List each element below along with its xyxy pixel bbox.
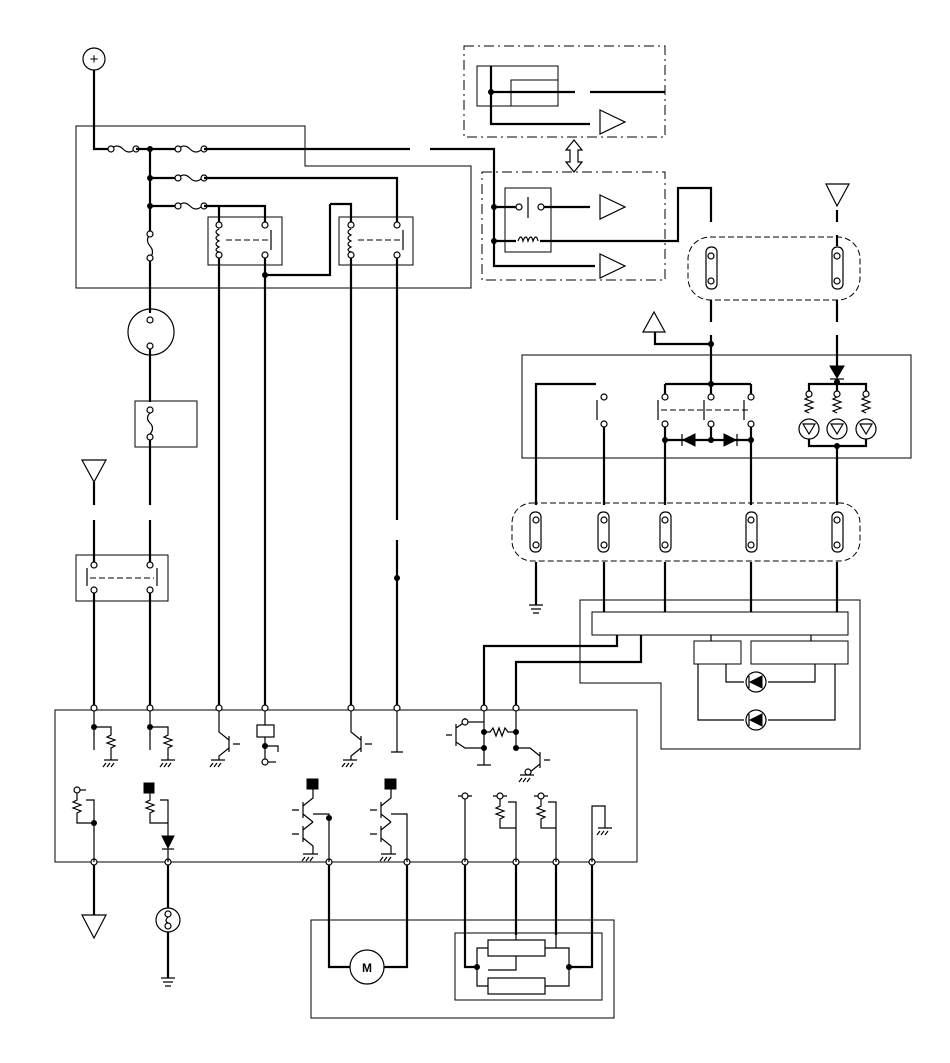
battery-positive-terminal: + (82, 47, 106, 71)
ground-triangle-icon (80, 459, 108, 484)
indicator-bulb (155, 907, 181, 933)
switch-panel-module (521, 354, 912, 505)
control-unit-right (579, 599, 861, 750)
ground-triangle-icon (81, 914, 107, 940)
ignition-switch-round (127, 308, 175, 356)
connector-top-right (687, 236, 861, 301)
sensor-triangle-icon (641, 310, 667, 333)
dual-switch (75, 554, 169, 602)
ground-symbol-icon (529, 604, 543, 614)
battery-positive-symbol: + (90, 51, 99, 68)
circuit-breaker (134, 400, 198, 448)
ground-triangle-icon (825, 183, 851, 208)
motor-label: M (362, 961, 372, 975)
ground-symbol-icon (161, 977, 175, 987)
double-arrow-icon (564, 139, 584, 173)
motor-icon (349, 949, 385, 985)
upper-dashed-module (463, 45, 666, 138)
main-control-module (54, 704, 638, 866)
actuator-assembly: M (310, 865, 615, 1019)
lower-dashed-module (481, 171, 666, 281)
connector-middle-row (511, 502, 861, 562)
fuse-relay-box (75, 125, 496, 289)
